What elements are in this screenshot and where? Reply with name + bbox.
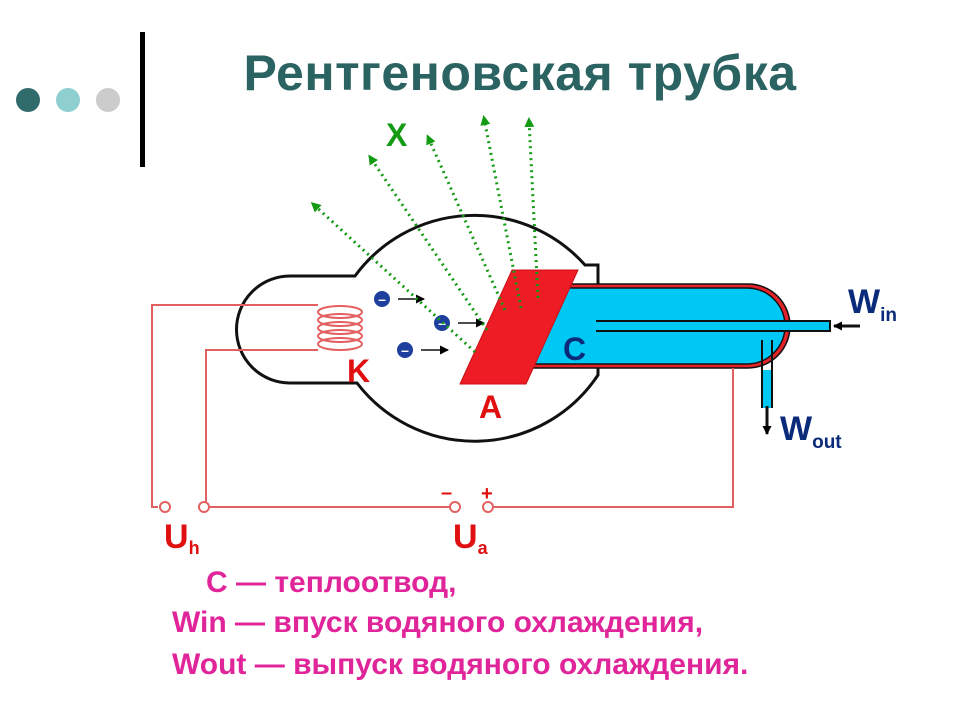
anode xyxy=(459,269,579,385)
label-x: X xyxy=(386,117,408,153)
label-w-out: Wout xyxy=(780,410,842,453)
title-divider xyxy=(140,32,145,167)
legend-line-water-in: Win — впуск водяного охлаждения, xyxy=(172,606,704,639)
xray-rays xyxy=(310,115,540,354)
label-u-a: Ua xyxy=(453,518,489,558)
legend-line-water-out: Wout — выпуск водяного охлаждения. xyxy=(172,648,749,681)
page-title: Рентгеновская трубка xyxy=(243,45,797,101)
label-u-h: Uh xyxy=(164,518,200,558)
circuit-wire-outer xyxy=(151,304,318,508)
svg-text:–: – xyxy=(378,291,386,307)
circuit-wire-anode xyxy=(494,368,734,508)
electron-1: – xyxy=(374,291,425,307)
terminal-uh-1 xyxy=(159,501,171,513)
electron-3: – xyxy=(397,342,449,358)
terminal-ua-minus xyxy=(449,501,461,513)
decor-dot-dark xyxy=(16,88,40,112)
cathode-coil xyxy=(317,305,363,351)
decor-dot-mid xyxy=(56,88,80,112)
xray-ray-2 xyxy=(368,154,489,331)
label-a: A xyxy=(479,389,502,425)
svg-text:–: – xyxy=(401,342,409,358)
tube-envelope xyxy=(235,213,600,443)
xray-ray-3 xyxy=(426,134,507,311)
legend-line-heatsink: C — теплоотвод, xyxy=(206,566,457,599)
label-minus: – xyxy=(441,482,452,504)
terminal-uh-2 xyxy=(198,501,210,513)
decor-dot-light xyxy=(96,88,120,112)
label-w-in: Win xyxy=(848,283,897,326)
xray-ray-4 xyxy=(480,115,523,309)
label-plus: + xyxy=(481,483,493,505)
xray-ray-1 xyxy=(310,201,477,354)
water-outlet-pipe xyxy=(761,340,773,408)
terminal-ua-plus xyxy=(482,501,494,513)
label-c: C xyxy=(563,331,586,367)
water-inlet-pipe xyxy=(596,320,831,332)
label-k: K xyxy=(347,353,370,389)
